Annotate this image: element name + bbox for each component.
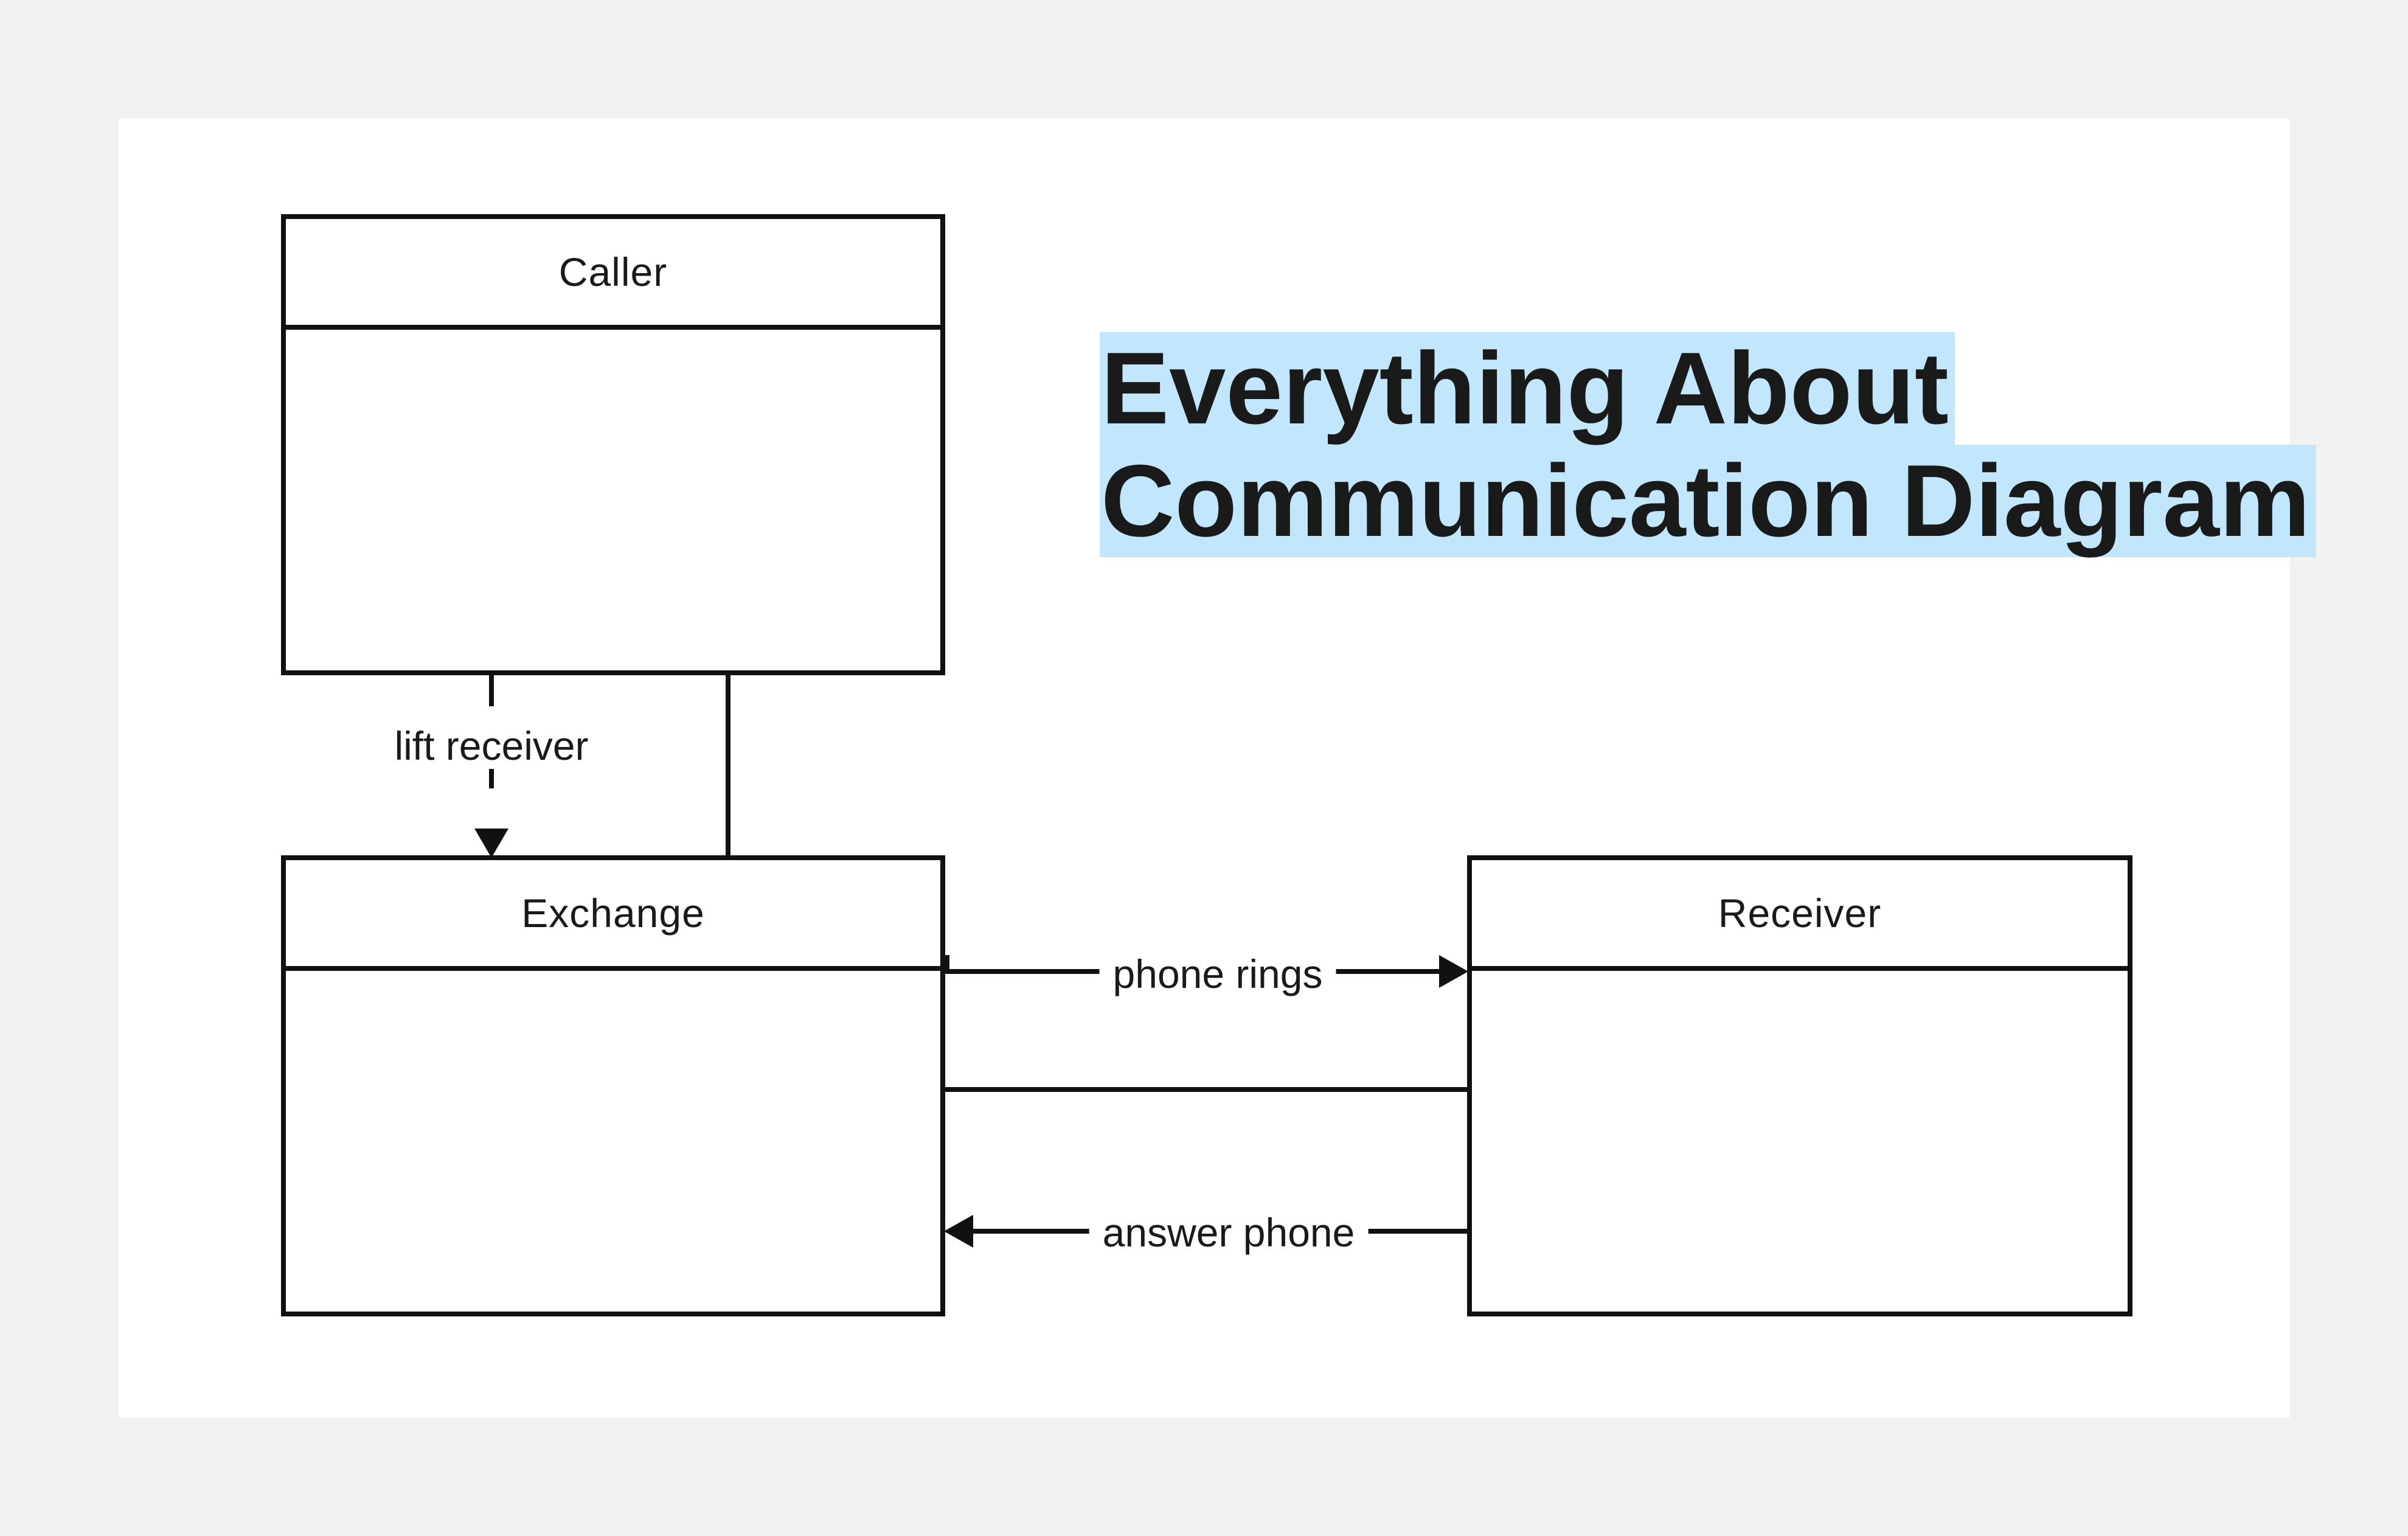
lift-receiver-arrowhead <box>474 829 508 858</box>
receiver-object-header: Receiver <box>1472 860 2128 971</box>
caller-object-name: Caller <box>558 249 668 294</box>
answer-phone-arrowhead <box>944 1215 973 1248</box>
title-line-2: Communication Diagram <box>1100 445 2317 557</box>
receiver-object[interactable]: Receiver <box>1467 855 2132 1316</box>
exchange-object-name: Exchange <box>521 891 705 936</box>
title-line-1: Everything About <box>1100 332 1955 445</box>
caller-object[interactable]: Caller <box>281 214 945 675</box>
answer-phone-label: answer phone <box>1089 1209 1369 1256</box>
phone-rings-arrowhead <box>1439 955 1468 988</box>
exchange-object-header: Exchange <box>286 860 940 971</box>
phone-rings-label: phone rings <box>1099 951 1336 997</box>
page-title: Everything About Communication Diagram <box>1100 332 2317 557</box>
caller-object-header: Caller <box>286 219 940 330</box>
receiver-object-name: Receiver <box>1718 891 1882 936</box>
exchange-object[interactable]: Exchange <box>281 855 945 1316</box>
lift-receiver-label: lift receiver <box>381 723 602 769</box>
